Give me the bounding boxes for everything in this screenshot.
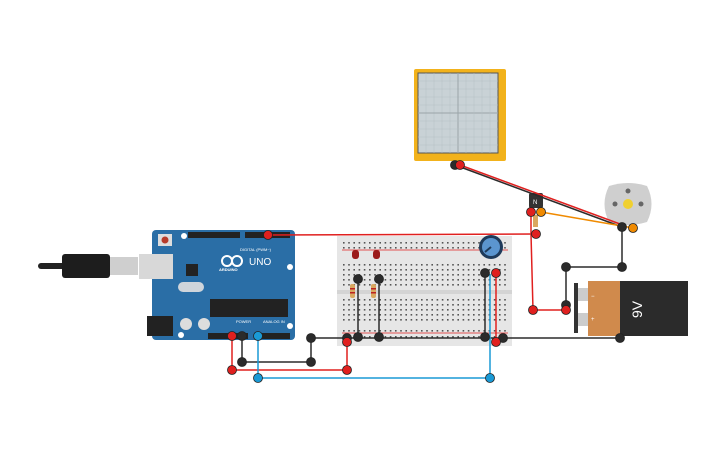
- arduino-uno-board[interactable]: DIGITAL (PWM~) ARDUINO UNO POWER ANALOG …: [139, 230, 295, 340]
- wire-endpoint[interactable]: [374, 332, 384, 342]
- arduino-model: UNO: [249, 257, 271, 268]
- wire-endpoint[interactable]: [374, 274, 384, 284]
- wire[interactable]: [257, 274, 491, 379]
- wire-endpoint[interactable]: [485, 373, 495, 383]
- wire-endpoint[interactable]: [237, 357, 247, 367]
- wire-endpoint[interactable]: [353, 332, 363, 342]
- battery-label: 9V: [629, 300, 645, 318]
- wire-endpoint[interactable]: [617, 262, 627, 272]
- wire-endpoint[interactable]: [263, 230, 273, 240]
- motor-gear-icon: [623, 199, 633, 209]
- usb-port: [139, 254, 173, 279]
- analog-label: ANALOG IN: [263, 319, 285, 324]
- wire-endpoint[interactable]: [615, 333, 625, 343]
- wire-endpoint[interactable]: [227, 365, 237, 375]
- power-jack: [147, 316, 173, 336]
- wire-endpoint[interactable]: [628, 223, 638, 233]
- wire-endpoint[interactable]: [253, 331, 263, 341]
- wire-endpoint[interactable]: [561, 262, 571, 272]
- wire-endpoint[interactable]: [480, 268, 490, 278]
- power-label: POWER: [236, 319, 251, 324]
- wire[interactable]: [540, 211, 623, 227]
- wire-endpoint[interactable]: [353, 274, 363, 284]
- wire-endpoint[interactable]: [253, 373, 263, 383]
- wire-endpoint[interactable]: [237, 331, 247, 341]
- wire-endpoint[interactable]: [227, 331, 237, 341]
- wire-endpoint[interactable]: [528, 305, 538, 315]
- wire-endpoint[interactable]: [536, 207, 546, 217]
- usb-cable[interactable]: [38, 254, 138, 278]
- wire[interactable]: [530, 212, 566, 311]
- wire-endpoints: [227, 160, 638, 383]
- battery-9v[interactable]: − + 9V: [574, 281, 688, 336]
- wire-endpoint[interactable]: [306, 333, 316, 343]
- digital-label: DIGITAL (PWM~): [240, 247, 272, 252]
- wire[interactable]: [231, 336, 348, 371]
- crystal: [178, 282, 204, 292]
- wire-endpoint[interactable]: [491, 268, 501, 278]
- battery-minus: −: [591, 294, 595, 300]
- led-red-2[interactable]: [373, 250, 380, 259]
- resistor-3[interactable]: [533, 215, 538, 227]
- wire-endpoint[interactable]: [342, 365, 352, 375]
- wire-endpoint[interactable]: [491, 337, 501, 347]
- led-red-1[interactable]: [352, 250, 359, 259]
- wire-endpoint[interactable]: [617, 222, 627, 232]
- arduino-brand: ARDUINO: [219, 267, 238, 272]
- capacitor: [198, 318, 210, 330]
- wire-endpoint[interactable]: [531, 229, 541, 239]
- wire-endpoint[interactable]: [306, 357, 316, 367]
- reset-button[interactable]: [161, 236, 169, 244]
- transistor-label: N: [533, 200, 537, 206]
- wire[interactable]: [241, 336, 312, 363]
- dc-motor[interactable]: [604, 183, 652, 225]
- wire-endpoint[interactable]: [342, 337, 352, 347]
- wire[interactable]: [267, 233, 537, 236]
- wire[interactable]: [459, 164, 621, 225]
- wire-endpoint[interactable]: [561, 305, 571, 315]
- battery-plus: +: [591, 317, 595, 323]
- oscilloscope[interactable]: [414, 69, 506, 161]
- analog-header: [254, 333, 290, 339]
- potentiometer[interactable]: [479, 235, 503, 259]
- resistor-1[interactable]: [350, 284, 355, 298]
- wire[interactable]: [454, 164, 623, 228]
- chip-small: [186, 264, 198, 276]
- resistor-2[interactable]: [371, 284, 376, 298]
- capacitor: [180, 318, 192, 330]
- wire-endpoint[interactable]: [455, 160, 465, 170]
- wire-endpoint[interactable]: [480, 332, 490, 342]
- atmega-chip: [210, 299, 288, 317]
- wire-endpoint[interactable]: [526, 207, 536, 217]
- digital-header-left: [188, 232, 240, 238]
- oscilloscope-grid: [418, 73, 498, 153]
